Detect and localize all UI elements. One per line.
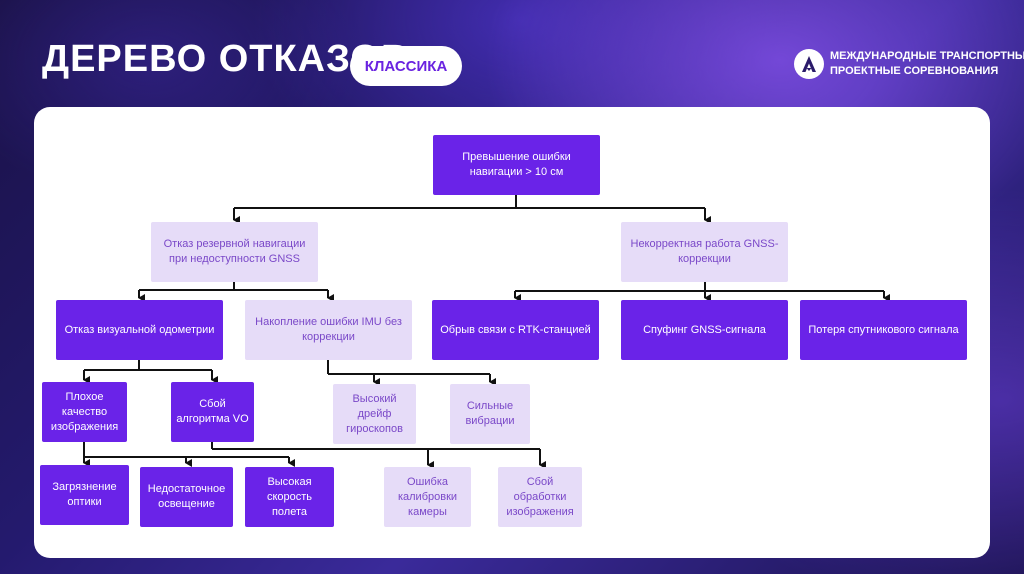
node-top-event: Превышение ошибки навигации > 10 см [433,135,600,195]
brand-line-2: ПРОЕКТНЫЕ СОРЕВНОВАНИЯ [830,65,999,77]
node-optics-dirt: Загрязнение оптики [40,465,129,525]
node-vo-algo: Сбой алгоритма VO [171,382,254,442]
node-spoofing: Спуфинг GNSS-сигнала [621,300,788,360]
node-low-light: Недостаточное освещение [140,467,233,527]
page-title: ДЕРЕВО ОТКАЗОВ [42,38,410,80]
node-high-speed: Высокая скорость полета [245,467,334,527]
node-poor-image: Плохое качество изображения [42,382,127,442]
node-gyro-drift: Высокий дрейф гироскопов [333,384,416,444]
node-imu-error: Накопление ошибки IMU без коррекции [245,300,412,360]
node-rtk-loss: Обрыв связи с RTK-станцией [432,300,599,360]
node-backup-nav-failure: Отказ резервной навигации при недоступно… [151,222,318,282]
node-processing-fail: Сбой обработки изображения [498,467,582,527]
category-badge: КЛАССИКА [350,46,462,86]
brand-line-1: МЕЖДУНАРОДНЫЕ ТРАНСПОРТНЫЕ [830,50,1024,62]
node-vibrations: Сильные вибрации [450,384,530,444]
node-vo-failure: Отказ визуальной одометрии [56,300,223,360]
brand: МЕЖДУНАРОДНЫЕ ТРАНСПОРТНЫЕ ПРОЕКТНЫЕ СОР… [794,49,1024,79]
brand-logo-icon [794,49,824,79]
node-calib-error: Ошибка калибровки камеры [384,467,471,527]
node-signal-loss: Потеря спутникового сигнала [800,300,967,360]
node-gnss-correction-failure: Некорректная работа GNSS-коррекции [621,222,788,282]
